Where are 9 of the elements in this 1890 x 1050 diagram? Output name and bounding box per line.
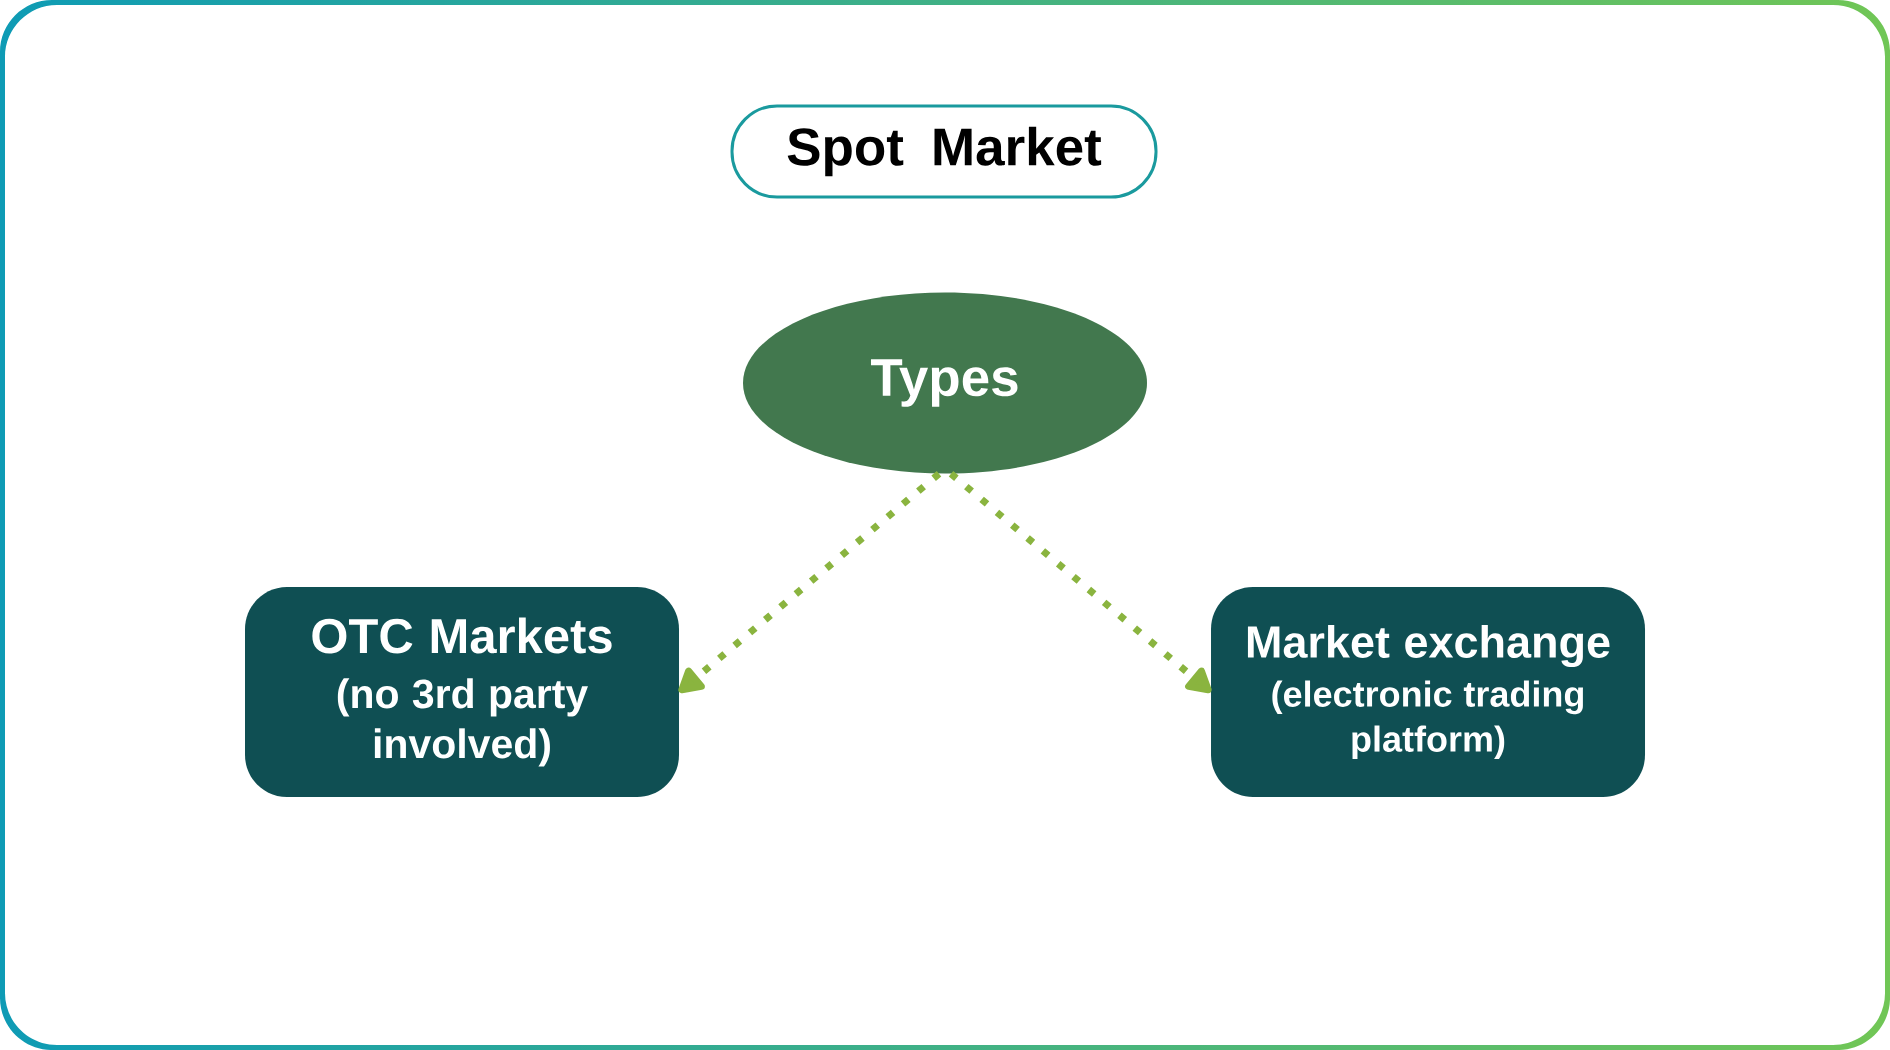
rounded-box — [1211, 587, 1645, 797]
arrow — [678, 471, 942, 694]
box-heading: OTC Markets — [312, 617, 612, 654]
title-box: Spot Market — [730, 104, 1158, 199]
box-description: (electronic trading platform) — [1272, 680, 1583, 760]
rounded-box — [245, 587, 679, 797]
arrow — [948, 471, 1212, 694]
box-description: (no 3rd party involved) — [337, 678, 588, 767]
box-heading: Market exchange — [1247, 624, 1610, 668]
